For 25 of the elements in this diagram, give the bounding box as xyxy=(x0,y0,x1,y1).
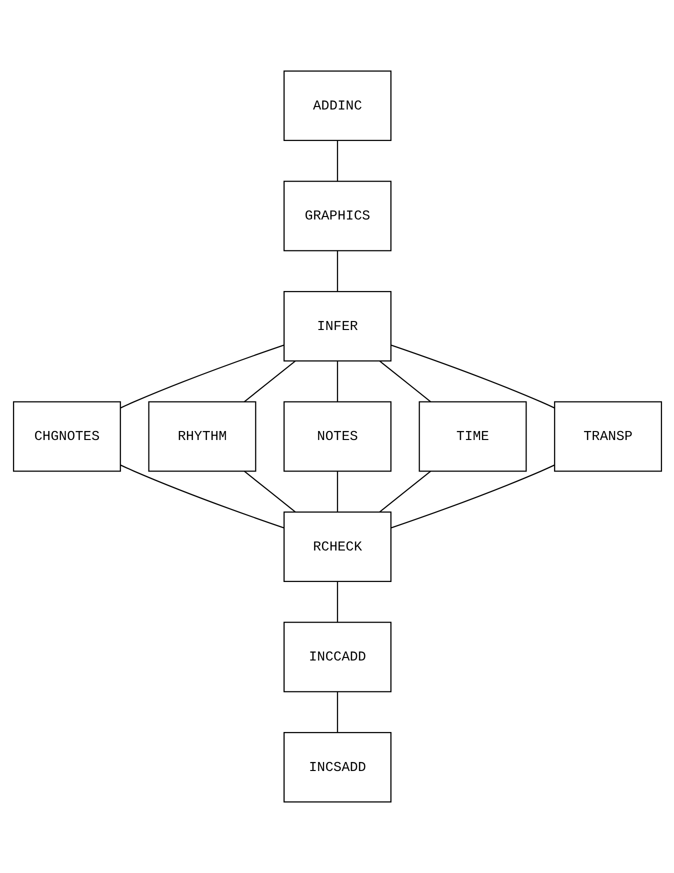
connector xyxy=(336,140,338,182)
connector xyxy=(243,360,296,402)
connector xyxy=(336,250,338,292)
node-box: GRAPHICS xyxy=(283,180,391,252)
connector xyxy=(390,344,554,408)
connector xyxy=(378,470,431,512)
connector xyxy=(243,470,296,512)
node-box: RHYTHM xyxy=(148,401,256,472)
node-box: RCHECK xyxy=(283,512,391,582)
node-box: CHGNOTES xyxy=(12,401,120,472)
node-box: TRANSP xyxy=(554,401,662,472)
connector xyxy=(120,344,284,408)
connector xyxy=(336,360,338,402)
node-box: TIME xyxy=(418,401,526,472)
connector xyxy=(378,360,431,402)
connector xyxy=(336,692,338,733)
node-box: INCCADD xyxy=(283,622,391,692)
connector xyxy=(390,464,554,528)
node-box: INCSADD xyxy=(283,732,391,802)
connector xyxy=(336,471,338,512)
node-box: NOTES xyxy=(283,401,391,472)
node-box: ADDINC xyxy=(283,70,391,141)
node-box: INFER xyxy=(283,291,391,362)
connector xyxy=(120,464,284,528)
connector xyxy=(336,581,338,622)
